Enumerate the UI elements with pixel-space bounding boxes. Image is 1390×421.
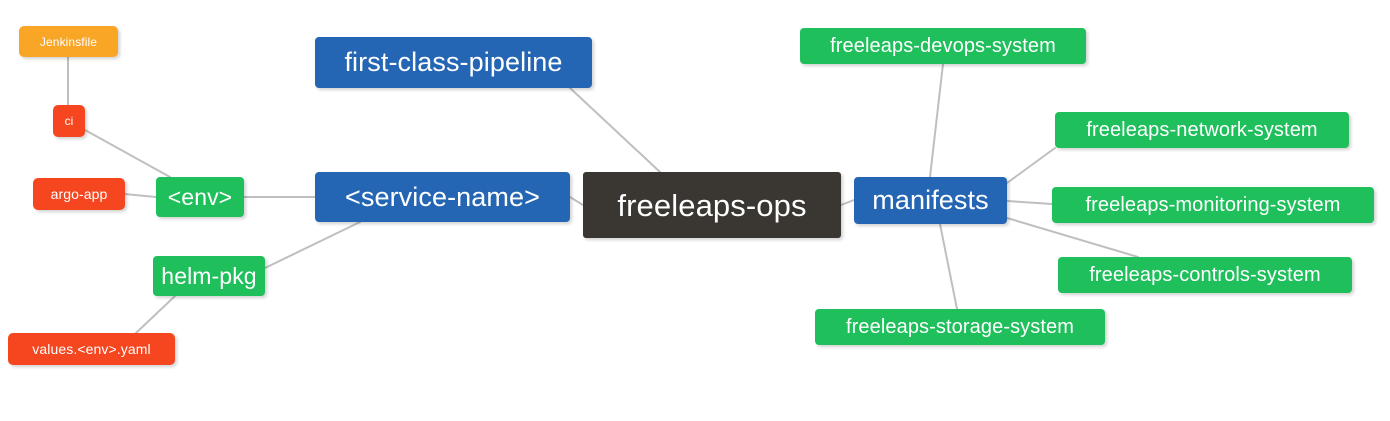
edge-env-to-argo-app (124, 193, 157, 198)
node-manifests[interactable]: manifests (854, 177, 1007, 224)
edge-freeleaps-ops-to-service-name (569, 196, 584, 206)
edge-manifests-to-freeleaps-controls-system (1006, 217, 1139, 258)
edge-manifests-to-freeleaps-storage-system (939, 223, 958, 310)
edge-env-to-ci (84, 129, 171, 178)
node-freeleaps-monitoring-system[interactable]: freeleaps-monitoring-system (1052, 187, 1374, 223)
node-first-class-pipeline[interactable]: first-class-pipeline (315, 37, 592, 88)
node-values-env-yaml[interactable]: values.<env>.yaml (8, 333, 175, 365)
node-ci[interactable]: ci (53, 105, 85, 137)
edge-manifests-to-freeleaps-network-system (1006, 147, 1056, 184)
node-freeleaps-ops[interactable]: freeleaps-ops (583, 172, 841, 238)
node-jenkinsfile[interactable]: Jenkinsfile (19, 26, 118, 57)
node-freeleaps-storage-system[interactable]: freeleaps-storage-system (815, 309, 1105, 345)
edge-helm-pkg-to-values-env-yaml (135, 295, 176, 334)
node-env[interactable]: <env> (156, 177, 244, 217)
edge-freeleaps-ops-to-manifests (840, 199, 855, 206)
node-service-name[interactable]: <service-name> (315, 172, 570, 222)
node-freeleaps-devops-system[interactable]: freeleaps-devops-system (800, 28, 1086, 64)
node-helm-pkg[interactable]: helm-pkg (153, 256, 265, 296)
node-freeleaps-network-system[interactable]: freeleaps-network-system (1055, 112, 1349, 148)
node-freeleaps-controls-system[interactable]: freeleaps-controls-system (1058, 257, 1352, 293)
edge-manifests-to-freeleaps-monitoring-system (1006, 200, 1053, 205)
node-argo-app[interactable]: argo-app (33, 178, 125, 210)
edge-service-name-to-helm-pkg (264, 221, 361, 269)
edge-manifests-to-freeleaps-devops-system (929, 63, 944, 178)
edge-freeleaps-ops-to-first-class-pipeline (569, 87, 661, 173)
